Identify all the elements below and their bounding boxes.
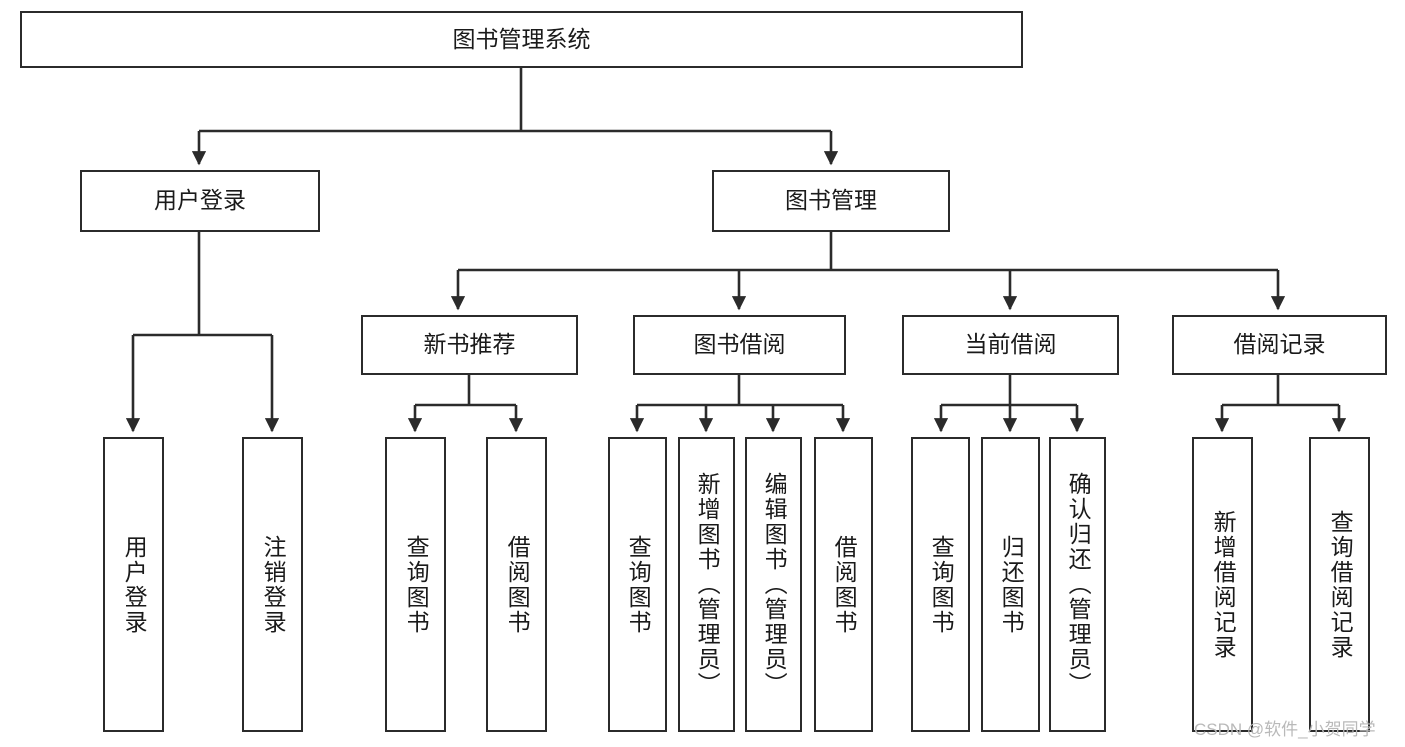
leaf-new-book-query[interactable]: 查询图书 xyxy=(385,437,446,732)
node-label: 新增图书（管理员） xyxy=(694,472,721,697)
leaf-book-borrow-add-admin[interactable]: 新增图书（管理员） xyxy=(678,437,735,732)
node-current-borrow[interactable]: 当前借阅 xyxy=(902,315,1119,375)
node-label: 借阅图书 xyxy=(831,534,858,635)
node-label: 借阅图书 xyxy=(504,534,531,635)
node-label: 查询图书 xyxy=(403,534,430,635)
leaf-current-borrow-confirm-admin[interactable]: 确认归还（管理员） xyxy=(1049,437,1106,732)
node-root-book-management-system[interactable]: 图书管理系统 xyxy=(20,11,1023,68)
node-borrow-record[interactable]: 借阅记录 xyxy=(1172,315,1387,375)
leaf-borrow-record-query[interactable]: 查询借阅记录 xyxy=(1309,437,1370,732)
leaf-book-borrow-edit-admin[interactable]: 编辑图书（管理员） xyxy=(745,437,802,732)
leaf-user-login-logout[interactable]: 注销登录 xyxy=(242,437,303,732)
leaf-book-borrow-borrow[interactable]: 借阅图书 xyxy=(814,437,873,732)
leaf-current-borrow-return[interactable]: 归还图书 xyxy=(981,437,1040,732)
csdn-watermark: CSDN @软件_小贺同学 xyxy=(1194,720,1376,739)
node-label: 借阅记录 xyxy=(1233,331,1326,358)
leaf-book-borrow-query[interactable]: 查询图书 xyxy=(608,437,667,732)
node-label: 查询借阅记录 xyxy=(1327,509,1354,660)
edges xyxy=(125,68,1347,433)
node-label: 确认归还（管理员） xyxy=(1065,472,1092,697)
node-label: 查询图书 xyxy=(625,534,652,635)
node-book-borrow[interactable]: 图书借阅 xyxy=(633,315,846,375)
leaf-new-book-borrow[interactable]: 借阅图书 xyxy=(486,437,547,732)
node-label: 查询图书 xyxy=(928,534,955,635)
leaf-current-borrow-query[interactable]: 查询图书 xyxy=(911,437,970,732)
leaf-borrow-record-add[interactable]: 新增借阅记录 xyxy=(1192,437,1253,732)
leaf-user-login-login[interactable]: 用户登录 xyxy=(103,437,164,732)
node-label: 图书管理 xyxy=(785,187,877,214)
node-label: 注销登录 xyxy=(260,534,287,635)
node-new-book-recommend[interactable]: 新书推荐 xyxy=(361,315,578,375)
node-label: 用户登录 xyxy=(121,534,148,635)
node-label: 图书管理系统 xyxy=(452,25,591,52)
node-label: 用户登录 xyxy=(154,187,246,214)
node-user-login[interactable]: 用户登录 xyxy=(80,170,320,232)
node-label: 编辑图书（管理员） xyxy=(761,472,788,697)
node-book-management[interactable]: 图书管理 xyxy=(712,170,950,232)
node-label: 当前借阅 xyxy=(964,331,1057,358)
node-label: 图书借阅 xyxy=(693,331,786,358)
node-label: 新增借阅记录 xyxy=(1210,509,1237,660)
node-label: 新书推荐 xyxy=(423,331,516,358)
node-label: 归还图书 xyxy=(998,534,1025,635)
